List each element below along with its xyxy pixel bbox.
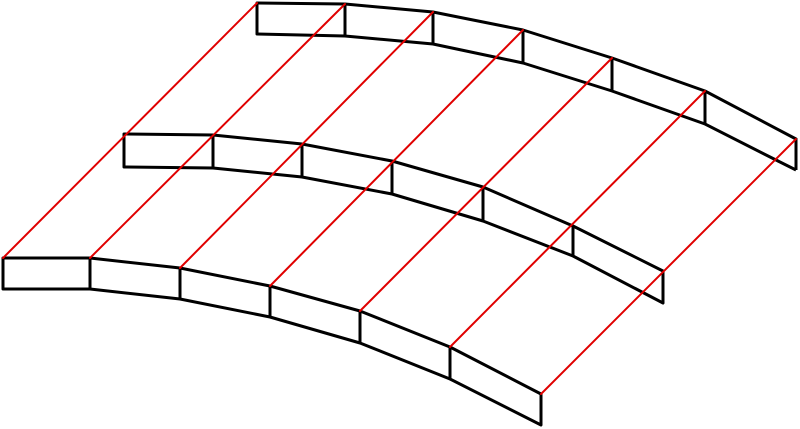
back-beam-end-bottom (777, 159, 797, 172)
rafter-line (449, 90, 706, 348)
rafter-line (89, 3, 346, 259)
rafters (2, 2, 797, 395)
rafter-line (179, 11, 434, 269)
rafter-line (540, 138, 797, 395)
rafter-line (359, 57, 613, 312)
rafter-line (269, 29, 524, 287)
rafter-line (2, 2, 258, 259)
